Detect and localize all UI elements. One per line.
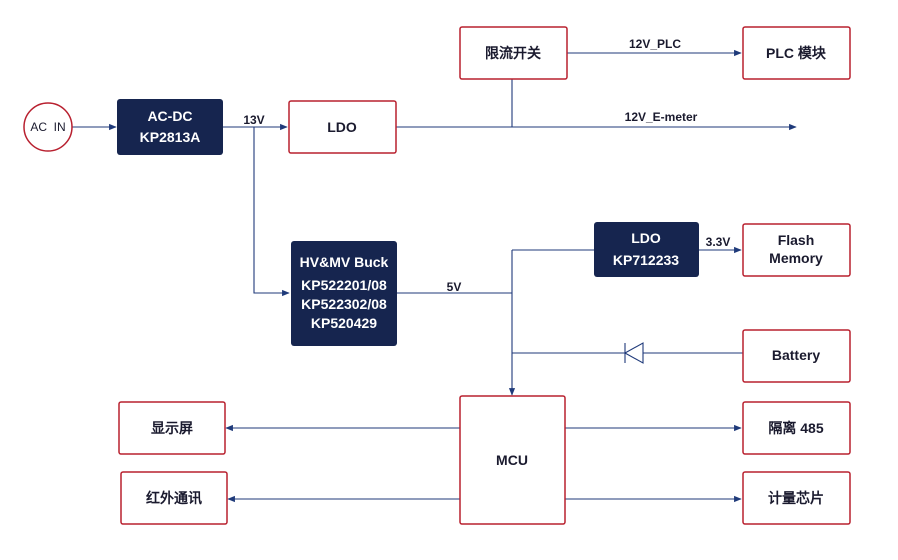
label-12v-emeter: 12V_E-meter bbox=[625, 110, 698, 124]
flash-memory-block: Flash Memory bbox=[742, 223, 851, 277]
limiter-label: 限流开关 bbox=[485, 45, 541, 61]
connectors bbox=[72, 49, 797, 503]
iso485-label: 隔离 485 bbox=[768, 420, 823, 436]
label-5v: 5V bbox=[447, 280, 462, 294]
flash-label-2: Memory bbox=[769, 250, 823, 266]
battery-label: Battery bbox=[772, 347, 820, 363]
plc-module-block: PLC 模块 bbox=[742, 26, 851, 80]
ac-in-node: AC IN bbox=[23, 102, 73, 152]
display-block: 显示屏 bbox=[118, 401, 226, 455]
line-13v-to-buck bbox=[253, 127, 290, 297]
flash-label-1: Flash bbox=[778, 232, 815, 248]
plc-label: PLC 模块 bbox=[766, 45, 827, 61]
display-label: 显示屏 bbox=[151, 420, 193, 436]
mcu-block: MCU bbox=[459, 395, 566, 525]
buck-part-1: KP522201/08 bbox=[301, 277, 387, 293]
buck-block: HV&MV Buck KP522201/08 KP522302/08 KP520… bbox=[291, 241, 397, 346]
buck-label: HV&MV Buck bbox=[300, 254, 389, 270]
current-limiter-block: 限流开关 bbox=[459, 26, 568, 80]
buck-part-2: KP522302/08 bbox=[301, 296, 387, 312]
battery-block: Battery bbox=[742, 329, 851, 383]
ldo2-label: LDO bbox=[631, 230, 661, 246]
ldo-label: LDO bbox=[327, 119, 357, 135]
label-12v-plc: 12V_PLC bbox=[629, 37, 681, 51]
diode-icon bbox=[612, 342, 654, 364]
isolated-485-block: 隔离 485 bbox=[742, 401, 851, 455]
ir-comm-block: 红外通讯 bbox=[120, 471, 228, 525]
ac-in-label: AC IN bbox=[30, 120, 65, 134]
label-13v: 13V bbox=[243, 113, 264, 127]
buck-part-3: KP520429 bbox=[311, 315, 377, 331]
ldo-block: LDO bbox=[288, 100, 397, 154]
acdc-block: AC-DC KP2813A bbox=[117, 99, 223, 155]
ir-label: 红外通讯 bbox=[146, 490, 202, 506]
ldo2-part: KP712233 bbox=[613, 252, 679, 268]
acdc-part: KP2813A bbox=[140, 129, 201, 145]
label-3-3v: 3.3V bbox=[706, 235, 731, 249]
metering-chip-block: 计量芯片 bbox=[742, 471, 851, 525]
mcu-label: MCU bbox=[496, 452, 528, 468]
metering-label: 计量芯片 bbox=[768, 490, 824, 506]
acdc-label: AC-DC bbox=[147, 108, 192, 124]
ldo2-block: LDO KP712233 bbox=[594, 222, 699, 277]
